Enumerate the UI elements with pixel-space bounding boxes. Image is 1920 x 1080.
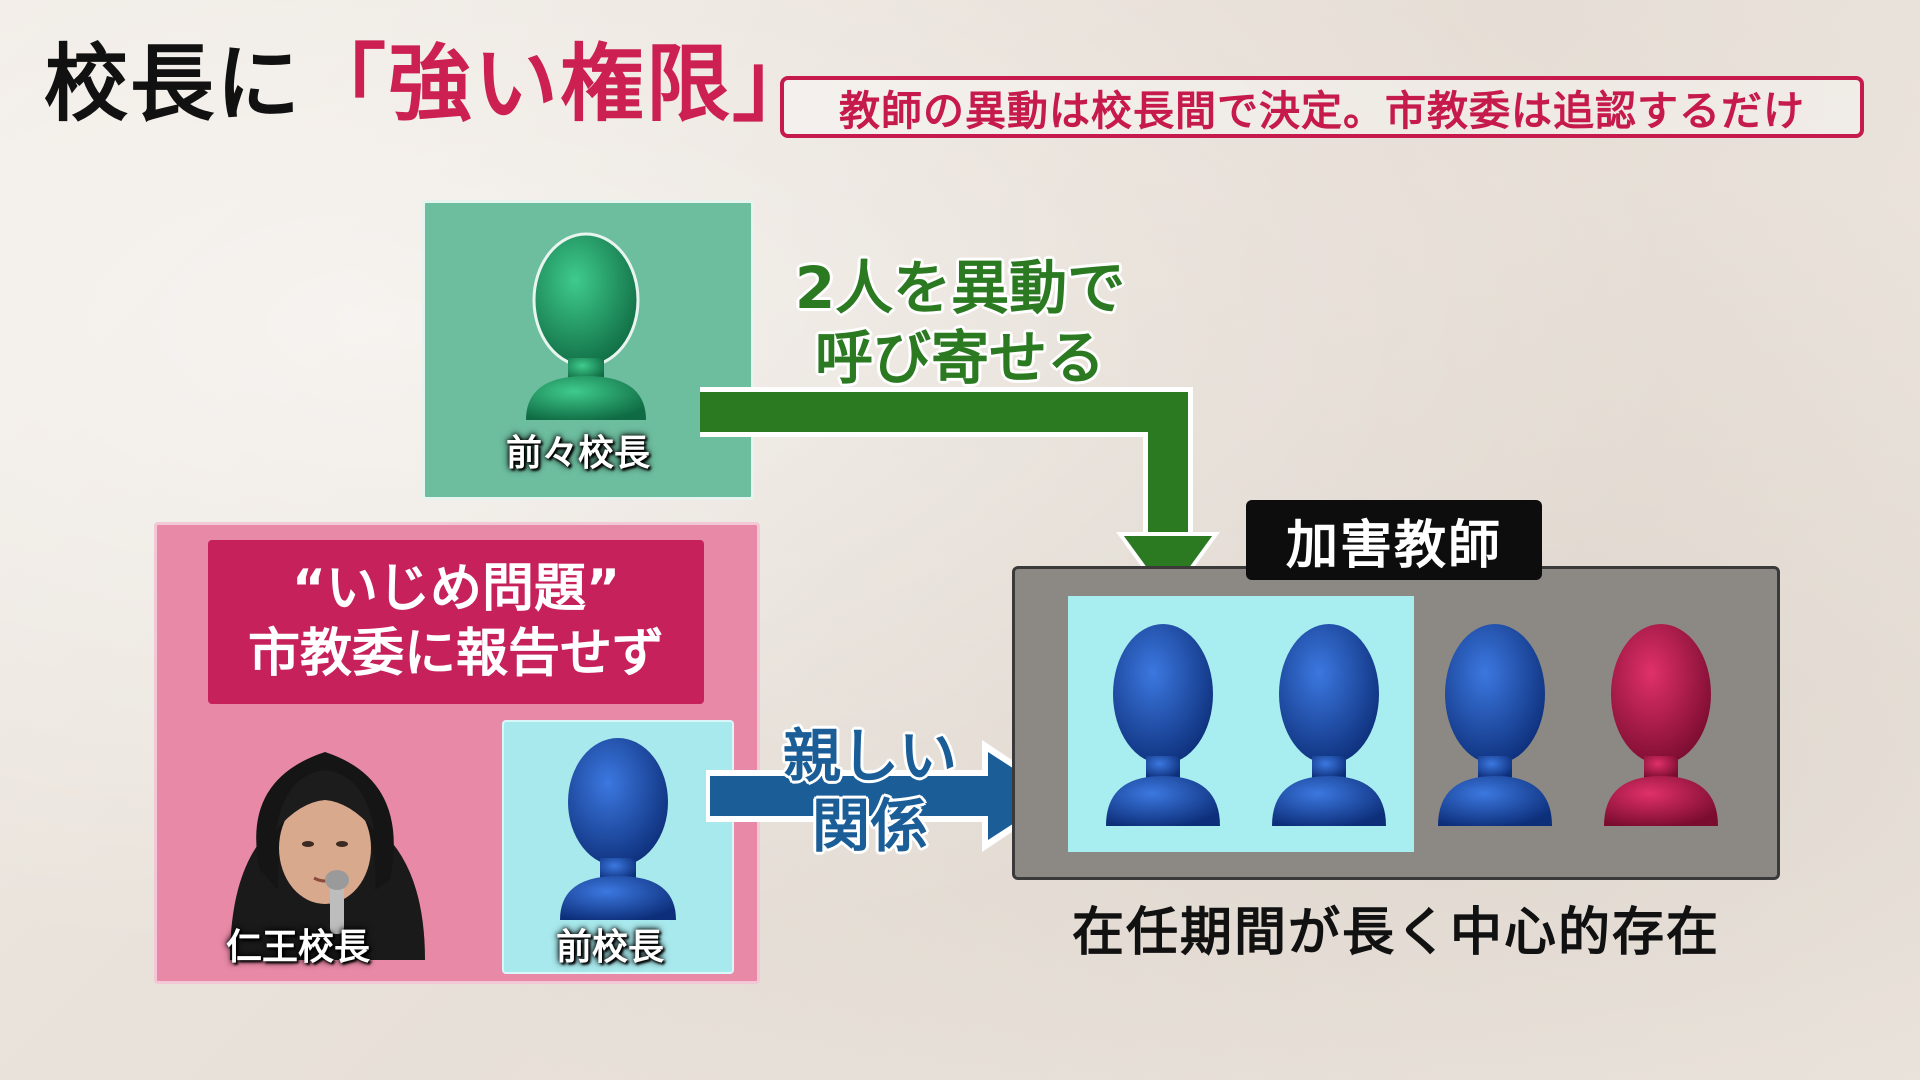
perpetrator-figure-3 [1438,624,1552,826]
subtitle-text: 教師の異動は校長間で決定。市教委は追認するだけ [839,87,1805,135]
title-accent-text: 「強い権限」 [302,35,819,133]
current-principal-label: 仁王校長 [226,927,371,968]
bullying-note: “いじめ問題” 市教委に報告せず [208,540,704,704]
perpetrator-caption: 在任期間が長く中心的存在 [1071,903,1720,963]
title-main-text: 校長に [44,35,303,133]
subtitle-box: 教師の異動は校長間で決定。市教委は追認するだけ [780,76,1864,138]
green-arrow-label-line2: 呼び寄せる [814,323,1105,392]
principal-photo [230,752,425,960]
blue-arrow-label-line2: 関係 [811,791,928,860]
blue-arrow-label: 親しい 関係 [770,722,970,861]
green-arrow-label: 2人を異動で 呼び寄せる [780,254,1140,393]
bullying-note-line1: “いじめ問題” [291,559,621,619]
former-former-principal-label: 前々校長 [506,433,651,474]
perpetrator-tag: 加害教師 [1246,500,1542,580]
blue-arrow-label-line1: 親しい [782,722,957,790]
blue-person-icon [560,738,676,920]
page-title: 校長に「強い権限」 [44,42,818,126]
perpetrator-figure-1 [1106,624,1220,826]
perpetrator-tag-text: 加害教師 [1285,515,1502,576]
perpetrator-figure-2 [1272,624,1386,826]
bullying-note-line2: 市教委に報告せず [247,624,664,684]
green-arrow-label-line1: 2人を異動で [794,254,1126,322]
former-principal-label: 前校長 [556,927,665,968]
perpetrator-figure-4 [1604,624,1718,826]
blue-arrow [706,740,1066,852]
green-person-icon [526,232,646,420]
